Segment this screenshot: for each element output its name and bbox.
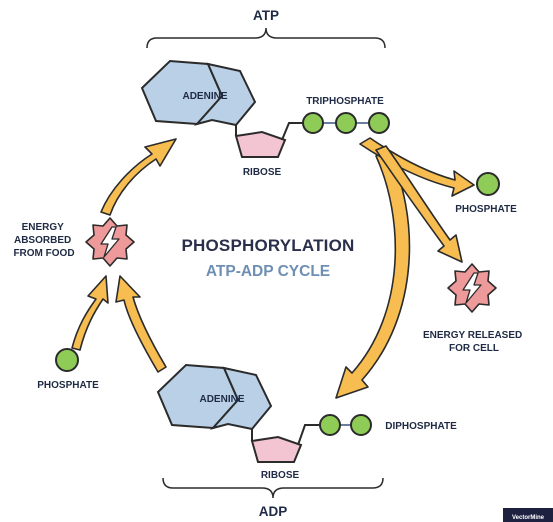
- energy-released-label: ENERGY RELEASED FOR CELL: [423, 330, 525, 354]
- curved-arrow-icon-left-upper: [100, 138, 177, 216]
- curved-arrow-icon-left-main: [115, 275, 167, 373]
- curved-arrow-icon-right-phosphate: [359, 137, 475, 197]
- curved-arrow-icon-right-main: [335, 149, 411, 399]
- energy-released-burst-icon: [447, 263, 497, 313]
- ribose-pentagon-bottom: [250, 435, 303, 463]
- watermark-badge: VectorMine: [503, 508, 553, 522]
- phosphate-ball-released: [476, 172, 500, 196]
- lightning-bolt-icon-right: [462, 272, 482, 304]
- watermark-text: VectorMine: [512, 515, 545, 521]
- ribose-label-top: RIBOSE: [243, 167, 282, 178]
- adenine-label-bottom: ADENINE: [199, 394, 244, 405]
- lightning-bolt-icon-left: [100, 226, 120, 258]
- adenine-pentagon-bottom: [210, 366, 273, 431]
- energy-released-line-1: ENERGY RELEASED: [423, 330, 522, 341]
- phosphate-label-right: PHOSPHATE: [455, 204, 517, 215]
- energy-absorbed-label: ENERGY ABSORBED FROM FOOD: [13, 222, 74, 259]
- adp-brace: [162, 477, 384, 499]
- phosphate-ball-2: [335, 112, 357, 134]
- phosphate-ball-5: [350, 414, 372, 436]
- energy-released-line-2: FOR CELL: [449, 343, 499, 354]
- diphosphate-label: DIPHOSPHATE: [385, 421, 457, 432]
- phosphate-ball-3: [368, 112, 390, 134]
- phosphate-ball-4: [319, 414, 341, 436]
- energy-absorbed-burst-icon: [85, 217, 135, 267]
- ribose-phosphate-bond-top: [281, 122, 303, 141]
- phosphate-ball-1: [302, 112, 324, 134]
- ribose-pentagon-top: [234, 130, 287, 158]
- curved-arrow-icon-right-energy: [375, 145, 463, 263]
- adenine-pentagon-top: [194, 62, 257, 127]
- atp-label: ATP: [253, 8, 279, 23]
- ribose-phosphate-bond-bottom: [297, 424, 322, 446]
- energy-absorbed-line-1: ENERGY: [22, 222, 65, 233]
- diagram-subtitle: ATP-ADP CYCLE: [206, 263, 330, 280]
- phosphate-label-left: PHOSPHATE: [37, 380, 99, 391]
- energy-absorbed-line-2: ABSORBED: [14, 235, 71, 246]
- phosphate-ball-left: [55, 348, 79, 372]
- adenine-label-top: ADENINE: [182, 91, 227, 102]
- ribose-label-bottom: RIBOSE: [261, 470, 300, 481]
- diagram-title: PHOSPHORYLATION: [181, 236, 354, 255]
- adp-label: ADP: [259, 504, 288, 519]
- energy-absorbed-line-3: FROM FOOD: [13, 248, 74, 259]
- triphosphate-label: TRIPHOSPHATE: [306, 96, 384, 107]
- curved-arrow-icon-left-phosphate: [71, 275, 109, 351]
- atp-brace: [146, 27, 386, 49]
